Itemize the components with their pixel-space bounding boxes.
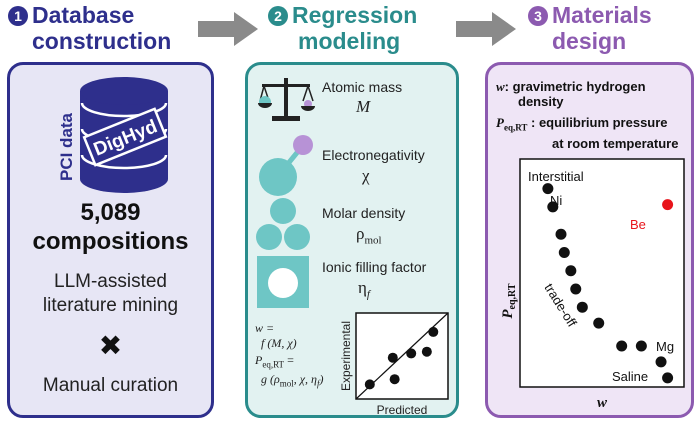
method-llm-line1: LLM-assisted bbox=[54, 271, 167, 292]
parity-ylabel: Experimental bbox=[339, 321, 353, 391]
parity-point bbox=[406, 348, 417, 359]
label-be: Be bbox=[630, 217, 646, 232]
tradeoff-ylabel-symbol: P bbox=[500, 309, 516, 319]
label-saline: Saline bbox=[612, 369, 648, 384]
equation-w: w = f (M, χ) bbox=[255, 321, 297, 351]
feature-atomic-mass-label: Atomic mass bbox=[322, 79, 403, 95]
material-point bbox=[570, 283, 582, 295]
feature-atomic-mass-symbol: M bbox=[356, 97, 371, 116]
eq-p-rhs-a: g (ρ bbox=[261, 372, 280, 387]
material-point bbox=[662, 372, 674, 384]
composition-count: 5,089 bbox=[80, 199, 141, 226]
definition-p: Peq,RT : equilibrium pressure at room te… bbox=[496, 115, 678, 151]
step3-number-badge: 3 bbox=[528, 6, 548, 26]
feature-ionic-filling-label: Ionic filling factor bbox=[322, 259, 427, 275]
parity-xlabel: Predicted bbox=[377, 403, 428, 417]
def-p-text2: at room temperature bbox=[552, 135, 679, 151]
parity-point bbox=[364, 379, 375, 390]
database-panel: PCI data DigHyd 5,089 compositions LLM-a… bbox=[7, 62, 214, 418]
label-mg: Mg bbox=[656, 339, 674, 354]
eq-p-equals: = bbox=[284, 353, 294, 367]
be-highlight-point bbox=[662, 199, 674, 211]
material-point bbox=[547, 201, 559, 213]
eq-p-rhs-c: ) bbox=[319, 372, 324, 387]
material-point bbox=[565, 265, 577, 277]
dighyd-tag bbox=[82, 107, 168, 167]
equation-p: Peq,RT = g (ρmol, χ, ηf) bbox=[255, 353, 324, 392]
step3-title-line2: design bbox=[552, 28, 627, 54]
step1-title-line1: Database bbox=[32, 2, 135, 28]
def-w-symbol: w bbox=[496, 79, 505, 94]
parity-point bbox=[421, 346, 432, 357]
tradeoff-ylabel-sub: eq,RT bbox=[507, 283, 518, 309]
method-manual-curation: Manual curation bbox=[42, 375, 179, 396]
regression-panel: Atomic mass M Electronegativity χ Molar … bbox=[245, 62, 459, 418]
feature-molar-density-label: Molar density bbox=[322, 205, 406, 221]
attracting-spheres-icon bbox=[259, 135, 313, 196]
step2-title-line2: modeling bbox=[298, 28, 401, 54]
def-p-text1: : equilibrium pressure bbox=[527, 115, 668, 130]
combine-cross-icon: ✖ bbox=[98, 330, 123, 361]
equation-p-lhs: Peq,RT = bbox=[255, 353, 324, 372]
parity-plot: Experimental Predicted bbox=[339, 312, 449, 417]
tradeoff-xlabel: w bbox=[597, 395, 608, 411]
material-point bbox=[616, 340, 628, 352]
method-llm-line2: literature mining bbox=[42, 295, 179, 316]
material-point bbox=[655, 356, 667, 368]
def-p-symbol: P bbox=[496, 115, 504, 130]
equation-w-rhs: f (M, χ) bbox=[261, 336, 297, 350]
eq-p-rhs-b: , χ, η bbox=[293, 372, 318, 387]
material-point bbox=[635, 340, 647, 352]
parity-points bbox=[364, 326, 439, 390]
material-point bbox=[593, 317, 605, 329]
parity-point bbox=[428, 326, 439, 337]
step2-number-badge: 2 bbox=[268, 6, 288, 26]
filled-square-icon bbox=[257, 256, 309, 308]
materials-design-panel: w: gravimetric hydrogen density Peq,RT :… bbox=[485, 62, 694, 418]
material-point bbox=[576, 301, 588, 313]
feature-ionic-filling-symbol: ηf bbox=[358, 278, 370, 300]
eq-p-rhs-sub2: f bbox=[317, 378, 320, 389]
tradeoff-plot-frame bbox=[519, 158, 685, 388]
tradeoff-points bbox=[542, 183, 674, 384]
step1-title-line2: construction bbox=[32, 28, 172, 54]
eq-p-rhs-sub1: mol bbox=[279, 378, 294, 389]
molar-density-sub: mol bbox=[364, 234, 382, 247]
arrow-2-to-3-icon bbox=[456, 12, 516, 46]
feature-electronegativity-label: Electronegativity bbox=[322, 147, 425, 163]
step2-title-line1: Regression bbox=[292, 2, 418, 28]
database-cylinder-icon: PCI data DigHyd bbox=[57, 77, 168, 193]
ionic-filling-eta: η bbox=[358, 278, 367, 297]
parity-point bbox=[389, 374, 400, 385]
step3-title-line1: Materials bbox=[552, 2, 652, 28]
tradeoff-ylabel: Peq,RT bbox=[500, 283, 518, 319]
def-p-sub: eq,RT bbox=[503, 122, 528, 133]
balance-scale-icon bbox=[258, 78, 315, 121]
step1-number-badge: 1 bbox=[8, 6, 28, 26]
ionic-filling-sub: f bbox=[366, 288, 370, 301]
cylinder-side-label: PCI data bbox=[57, 112, 76, 181]
tradeoff-plot: Peq,RT w Interstitial Ni Be Mg Saline tr… bbox=[500, 158, 685, 411]
material-point bbox=[558, 246, 570, 258]
arrow-1-to-2-icon bbox=[198, 12, 258, 46]
parity-point bbox=[387, 352, 398, 363]
def-w-text1: : gravimetric hydrogen bbox=[504, 79, 646, 94]
packed-spheres-icon bbox=[256, 198, 310, 250]
composition-count-label: compositions bbox=[32, 228, 189, 255]
eq-p-sub: eq,RT bbox=[262, 359, 285, 370]
feature-molar-density-symbol: ρmol bbox=[356, 224, 382, 246]
molar-density-rho: ρ bbox=[356, 224, 365, 243]
equation-p-rhs: g (ρmol, χ, ηf) bbox=[261, 372, 324, 391]
label-interstitial: Interstitial bbox=[528, 169, 584, 184]
definition-w: w: gravimetric hydrogen density bbox=[496, 79, 646, 109]
def-w-text2: density bbox=[518, 94, 564, 109]
material-point bbox=[542, 183, 554, 195]
equation-w-lhs: w = bbox=[255, 321, 275, 335]
feature-electronegativity-symbol: χ bbox=[362, 166, 370, 185]
eq-p-symbol: P bbox=[255, 353, 263, 367]
material-point bbox=[555, 228, 567, 240]
